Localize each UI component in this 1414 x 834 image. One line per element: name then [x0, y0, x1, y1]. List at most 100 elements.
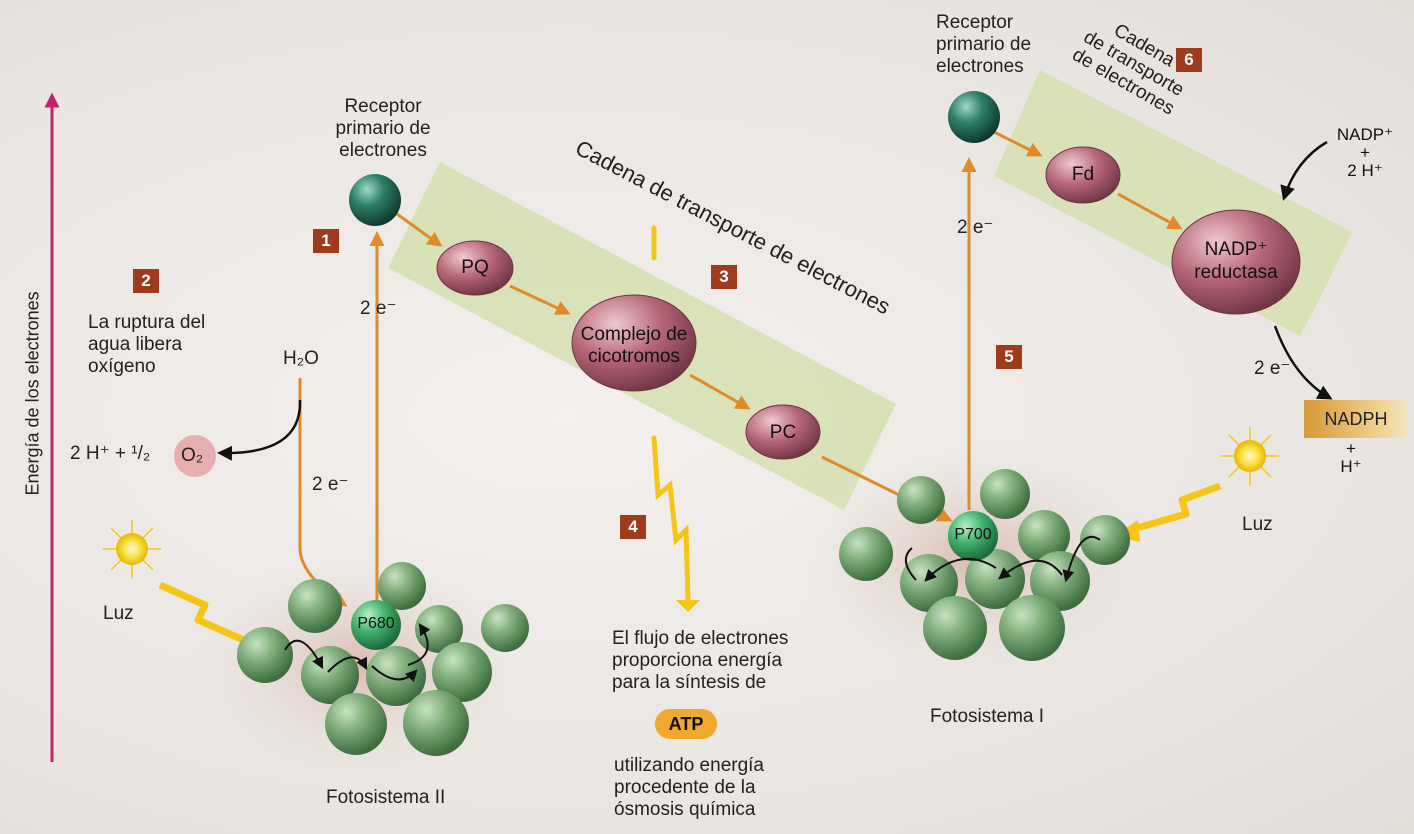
pigment-sphere	[839, 527, 893, 581]
complex-label-line: cicotromos	[588, 346, 680, 367]
nadp-input-line: NADP⁺	[1336, 125, 1394, 144]
arrow-nadph-out	[1273, 325, 1333, 400]
receptor-left-label: Receptor primario de electrones	[323, 96, 443, 162]
pigment-sphere	[1030, 551, 1090, 611]
arrow-pq-to-complex	[509, 284, 571, 315]
electrons-label-ps2-up: 2 e⁻	[360, 298, 397, 319]
arrow-nadp-in	[1280, 140, 1328, 201]
nadp-reductase-enzyme	[1171, 209, 1301, 315]
p680-reaction-center	[351, 600, 401, 650]
pq-label: PQ	[461, 257, 489, 278]
y-axis-label: Energía de los electrones	[22, 291, 43, 496]
step-4-badge: 4	[620, 515, 646, 539]
pc-label: PC	[769, 422, 797, 443]
pigment-sphere	[325, 693, 387, 755]
receptor-left-line: electrones	[339, 140, 427, 161]
complex-label: Complejo de cicotromos	[572, 324, 696, 368]
pigment-sphere	[923, 596, 987, 660]
nadph-h-line: H⁺	[1340, 457, 1362, 476]
pigment-sphere	[378, 562, 426, 610]
primary-acceptor-right	[948, 91, 1000, 143]
cytochrome-complex	[571, 294, 697, 392]
osmosis-line: ósmosis química	[614, 799, 756, 820]
chain-band-right	[994, 70, 1352, 336]
light-label-right: Luz	[1242, 514, 1273, 535]
electron-flow-line: proporciona energía	[612, 650, 783, 671]
arrow-water-products	[217, 399, 302, 461]
step-3-badge: 3	[711, 265, 737, 289]
step-1-badge: 1	[313, 229, 339, 253]
water-split-line: La ruptura del	[88, 312, 206, 333]
nadp-input-line: 2 H⁺	[1347, 161, 1383, 180]
arrow-receptor-to-fd	[989, 128, 1043, 157]
light-bolt-left	[158, 581, 257, 649]
pigment-sphere	[366, 646, 426, 706]
pigment-sphere	[897, 476, 945, 524]
pigment-sphere	[288, 579, 342, 633]
nadp-reductase-label: NADP⁺ reductasa	[1176, 238, 1296, 284]
light-bolt-right	[1129, 482, 1222, 534]
arrow-fd-to-nadp-reductase	[1117, 192, 1183, 230]
nadph-h-label: + H⁺	[1326, 440, 1376, 476]
o2-label: O₂	[181, 445, 204, 466]
electron-flow-line: para la síntesis de	[612, 672, 767, 693]
osmosis-line: utilizando energía	[614, 755, 764, 776]
energy-transfer-arrows-ps1	[905, 535, 1101, 583]
water-split-text: La ruptura del agua libera oxígeno	[88, 312, 205, 378]
pigment-sphere	[481, 604, 529, 652]
pigment-sphere	[900, 554, 958, 612]
photosystem-ii-label: Fotosistema II	[326, 787, 446, 808]
complex-label-line: Complejo de	[580, 324, 688, 345]
energy-bolt-icon	[651, 225, 691, 603]
pigment-sphere	[1018, 510, 1070, 562]
step-2-badge: 2	[133, 269, 159, 293]
primary-acceptor-left	[349, 174, 401, 226]
water-split-line: agua libera	[88, 334, 183, 355]
arrow-complex-to-pc	[689, 373, 751, 410]
fd-carrier	[1045, 146, 1121, 204]
receptor-right-line: primario de	[936, 34, 1032, 55]
step-6-badge: 6	[1176, 48, 1202, 72]
receptor-right-line: Receptor	[936, 12, 1014, 33]
sun-icon-right	[1221, 427, 1279, 485]
photosystem-i-cluster	[839, 469, 1130, 661]
pigment-sphere	[237, 627, 293, 683]
light-label-left: Luz	[103, 603, 134, 624]
h2o-label: H₂O	[283, 348, 319, 369]
nadp-reductase-line: reductasa	[1194, 262, 1278, 283]
step-5-badge: 5	[996, 345, 1022, 369]
receptor-left-line: primario de	[335, 118, 431, 139]
pq-carrier	[436, 240, 514, 296]
o2-bubble	[174, 435, 216, 477]
electrons-label-ps1-up: 2 e⁻	[957, 217, 994, 238]
receptor-left-line: Receptor	[344, 96, 422, 117]
pigment-sphere	[965, 549, 1025, 609]
pigment-sphere	[432, 642, 492, 702]
receptor-right-label: Receptor primario de electrones	[936, 12, 1031, 78]
water-split-line: oxígeno	[88, 356, 156, 377]
electrons-label-nadph: 2 e⁻	[1254, 358, 1291, 379]
pc-carrier	[745, 404, 821, 460]
osmosis-line: procedente de la	[614, 777, 756, 798]
photosystem-i-label: Fotosistema I	[930, 706, 1045, 727]
receptor-right-line: electrones	[936, 56, 1024, 77]
nadp-input-line: +	[1360, 143, 1370, 162]
pigment-sphere	[999, 595, 1065, 661]
osmosis-text: utilizando energía procedente de la ósmo…	[614, 755, 764, 821]
nadph-product-box: NADPH	[1304, 400, 1408, 438]
water-products-label: 2 H⁺ + ¹/₂	[70, 443, 151, 464]
pigment-sphere	[980, 469, 1030, 519]
nadph-h-line: +	[1346, 439, 1356, 458]
pigment-sphere	[1080, 515, 1130, 565]
electron-flow-line: El flujo de electrones	[612, 628, 789, 649]
energy-transfer-arrows-ps2	[284, 623, 431, 683]
p680-label: P680	[357, 615, 395, 632]
arrow-receptor-to-pq	[396, 212, 443, 247]
nadp-input-label: NADP⁺ + 2 H⁺	[1330, 126, 1400, 180]
energy-bolt-head	[676, 600, 700, 612]
electrons-label-water: 2 e⁻	[312, 474, 349, 495]
electron-flow-text: El flujo de electrones proporciona energ…	[612, 628, 788, 694]
nadp-reductase-line: NADP⁺	[1204, 239, 1268, 260]
